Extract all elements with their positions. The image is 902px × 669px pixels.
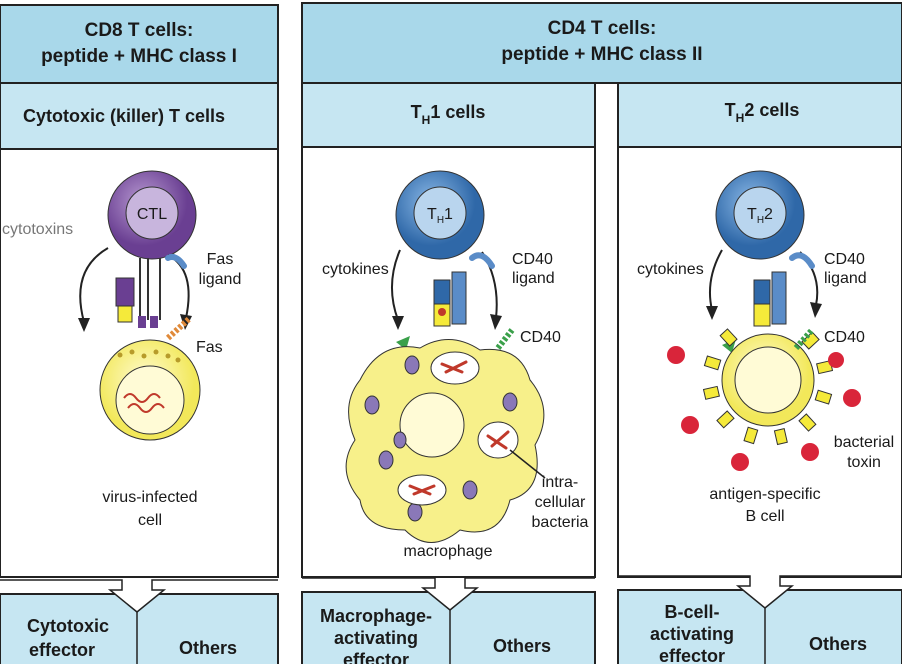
toxin-label-1: bacterial (834, 434, 894, 451)
th2-cell-label: TH2 (747, 206, 773, 226)
th1-subheader: TH1 cells (411, 102, 486, 127)
tcr-receptor-icon (115, 258, 161, 328)
bottom-th2: B-cell- activating effector Others (617, 575, 902, 669)
svg-text:activating: activating (334, 628, 418, 648)
svg-text:Others: Others (493, 636, 551, 656)
toxin-icons (667, 346, 861, 471)
bottom-th1: Macrophage- activating effector Others (301, 577, 596, 669)
virus-icon (123, 393, 165, 413)
svg-text:B-cell-: B-cell- (664, 602, 719, 622)
cd40-icon (793, 328, 815, 350)
arrow-down-icon (302, 577, 595, 611)
cd40-label: CD40 (824, 329, 865, 346)
fas-ligand-label-2: ligand (199, 271, 242, 288)
arrow-icon (79, 247, 109, 323)
antibody-icon (773, 428, 788, 446)
target-label-2: cell (138, 512, 162, 529)
arrow-icon (390, 249, 401, 321)
cd40-label: CD40 (520, 329, 561, 346)
antibody-icon (814, 389, 833, 405)
antibody-icon (798, 413, 817, 432)
svg-text:Others: Others (179, 638, 237, 658)
cd40-ligand-label-2: ligand (824, 270, 867, 287)
target-label-1: antigen-specific (709, 486, 820, 503)
target-label-1: virus-infected (102, 489, 197, 506)
tcr-receptor-icon (753, 271, 787, 327)
cd8-header-line1: CD8 T cells: (85, 20, 194, 41)
ctl-cell-label: CTL (137, 206, 167, 223)
cd40-icon (495, 328, 515, 350)
arrow-icon (709, 249, 723, 311)
svg-text:effector: effector (29, 640, 95, 660)
antibody-icon (743, 426, 759, 445)
svg-text:Cytotoxic: Cytotoxic (27, 616, 109, 636)
th2-subheader: TH2 cells (725, 100, 800, 125)
fas-label: Fas (196, 339, 223, 356)
tcr-receptor-icon (433, 271, 467, 327)
cd40-ligand-label-1: CD40 (824, 251, 865, 268)
svg-text:effector: effector (659, 646, 725, 664)
cd40-ligand-label-1: CD40 (512, 251, 553, 268)
ctl-panel: CTL cytotoxins Fas ligand Fas virus-infe… (2, 170, 242, 529)
bacteria-label-3: bacteria (532, 514, 589, 531)
svg-text:Macrophage-: Macrophage- (320, 606, 432, 626)
cd4-header-line2: peptide + MHC class II (501, 44, 702, 65)
bottom-ctl: Cytotoxic effector Others (0, 579, 279, 669)
antibody-icon (703, 355, 722, 371)
svg-text:activating: activating (650, 624, 734, 644)
target-label: macrophage (404, 543, 493, 560)
bacteria-label-2: cellular (535, 494, 586, 511)
th1-cell-label: TH1 (427, 206, 453, 226)
svg-text:Others: Others (809, 634, 867, 654)
svg-text:effector: effector (343, 650, 409, 664)
arrow-down-icon (618, 575, 902, 609)
fas-ligand-icon (165, 254, 187, 269)
cd40-ligand-icon (469, 252, 495, 269)
target-label-2: B cell (745, 508, 784, 525)
th2-panel: TH2 cytokines CD40 ligand CD40 bacterial… (637, 170, 894, 525)
cytotoxins-label: cytotoxins (2, 221, 73, 238)
toxin-label-2: toxin (847, 454, 881, 471)
cytokines-label: cytokines (322, 261, 389, 278)
antibody-icon (719, 328, 738, 347)
cd4-header-line1: CD4 T cells: (548, 18, 657, 39)
cd40-ligand-label-2: ligand (512, 270, 555, 287)
antibody-icon (702, 385, 720, 400)
fas-ligand-label-1: Fas (207, 251, 234, 268)
bacteria-label-1: intra- (542, 474, 578, 491)
ctl-subheader: Cytotoxic (killer) T cells (23, 106, 225, 126)
th1-panel: TH1 cytokines CD40 ligand CD40 intra- ce… (322, 170, 589, 560)
antibody-icon (716, 410, 735, 429)
cytokines-label: cytokines (637, 261, 704, 278)
cd40-ligand-icon (789, 252, 815, 269)
arrow-down-icon (0, 579, 278, 613)
cd8-header-line2: peptide + MHC class I (41, 46, 237, 67)
